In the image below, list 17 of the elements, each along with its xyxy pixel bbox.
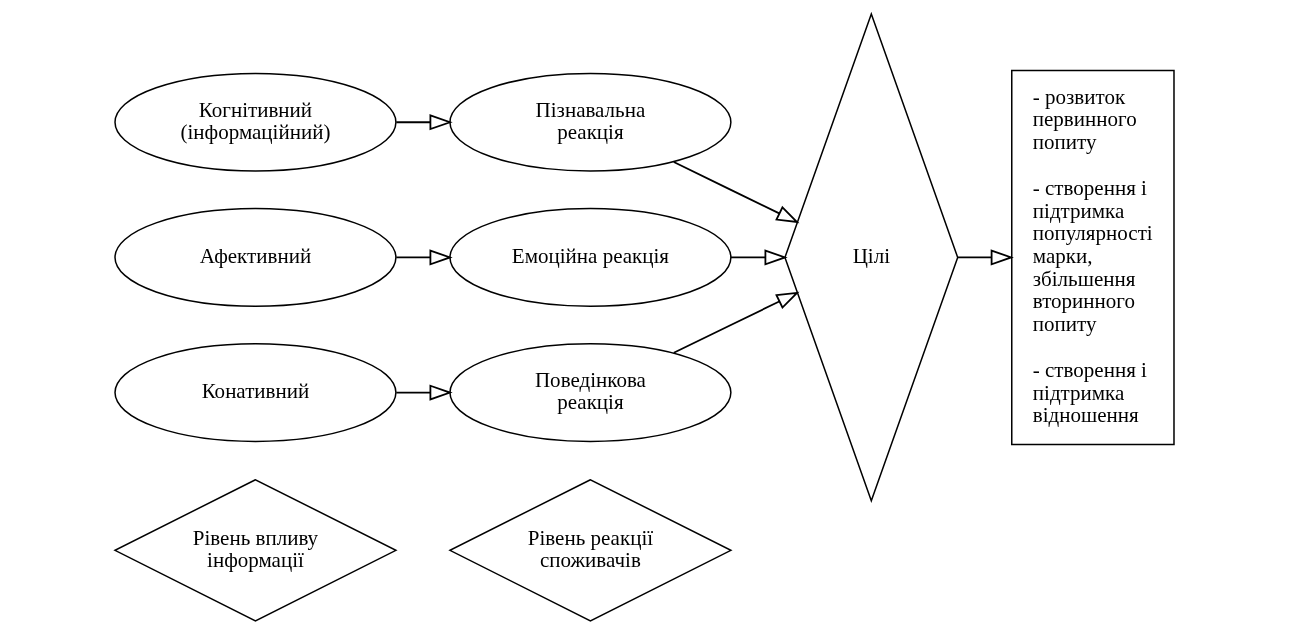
arrow	[957, 249, 1014, 266]
arrow	[395, 384, 453, 401]
node-box: - розвиток первинного попиту - створення і підтримка популярності марки, збільшення вторинного попиту - створення і підтримка відношення	[1011, 69, 1175, 446]
arrow	[672, 291, 800, 354]
node-ellipse: Емоційна реакція	[449, 207, 732, 307]
node-ellipse: Когнітивний (інформаційний)	[114, 72, 397, 172]
node-ellipse: Конативний	[114, 343, 397, 443]
arrow	[729, 249, 788, 266]
arrow	[672, 161, 800, 224]
node-diamond: Рівень реакції споживачів	[448, 478, 733, 622]
arrow	[395, 249, 453, 266]
node-ellipse: Пізнавальна реакція	[449, 72, 732, 172]
node-diamond: Рівень впливу інформації	[113, 478, 398, 622]
node-ellipse: Афективний	[114, 207, 397, 307]
node-diamond: Цілі	[784, 11, 959, 503]
arrow	[395, 114, 453, 131]
node-ellipse: Поведінкова реакція	[449, 343, 732, 443]
